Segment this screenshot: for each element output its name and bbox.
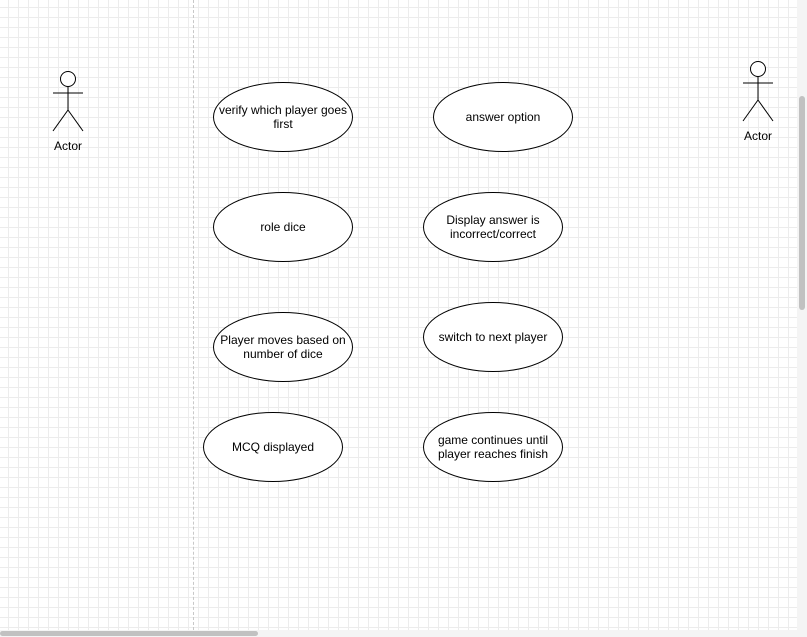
use-case-role-dice[interactable]: role dice bbox=[213, 192, 353, 262]
use-case-answer-option[interactable]: answer option bbox=[433, 82, 573, 152]
stick-figure-icon bbox=[52, 71, 84, 132]
use-case-switch-player[interactable]: switch to next player bbox=[423, 302, 563, 372]
vertical-scrollbar[interactable] bbox=[797, 0, 807, 630]
use-case-label: answer option bbox=[465, 110, 541, 124]
use-case-label: verify which player goes first bbox=[218, 103, 348, 131]
horizontal-scrollbar[interactable] bbox=[0, 630, 807, 637]
stick-figure-icon bbox=[742, 61, 774, 122]
use-case-label: MCQ displayed bbox=[231, 440, 315, 454]
use-case-verify-first-player[interactable]: verify which player goes first bbox=[213, 82, 353, 152]
actor-right[interactable]: Actor bbox=[728, 60, 788, 150]
use-case-label: role dice bbox=[260, 220, 306, 234]
use-case-label: game continues until player reaches fini… bbox=[437, 433, 549, 461]
actor-label: Actor bbox=[743, 129, 772, 143]
use-case-game-continues[interactable]: game continues until player reaches fini… bbox=[423, 412, 563, 482]
use-case-label: Player moves based on number of dice bbox=[220, 333, 346, 361]
actor-label: Actor bbox=[53, 139, 82, 153]
horizontal-scrollbar-thumb[interactable] bbox=[0, 631, 258, 636]
use-case-mcq-displayed[interactable]: MCQ displayed bbox=[203, 412, 343, 482]
vertical-scrollbar-thumb[interactable] bbox=[799, 96, 805, 310]
actor-left[interactable]: Actor bbox=[38, 70, 98, 160]
use-case-label: Display answer is incorrect/correct bbox=[446, 213, 540, 241]
page-divider bbox=[193, 0, 194, 630]
use-case-player-moves[interactable]: Player moves based on number of dice bbox=[213, 312, 353, 382]
use-case-display-answer[interactable]: Display answer is incorrect/correct bbox=[423, 192, 563, 262]
use-case-label: switch to next player bbox=[438, 330, 548, 344]
